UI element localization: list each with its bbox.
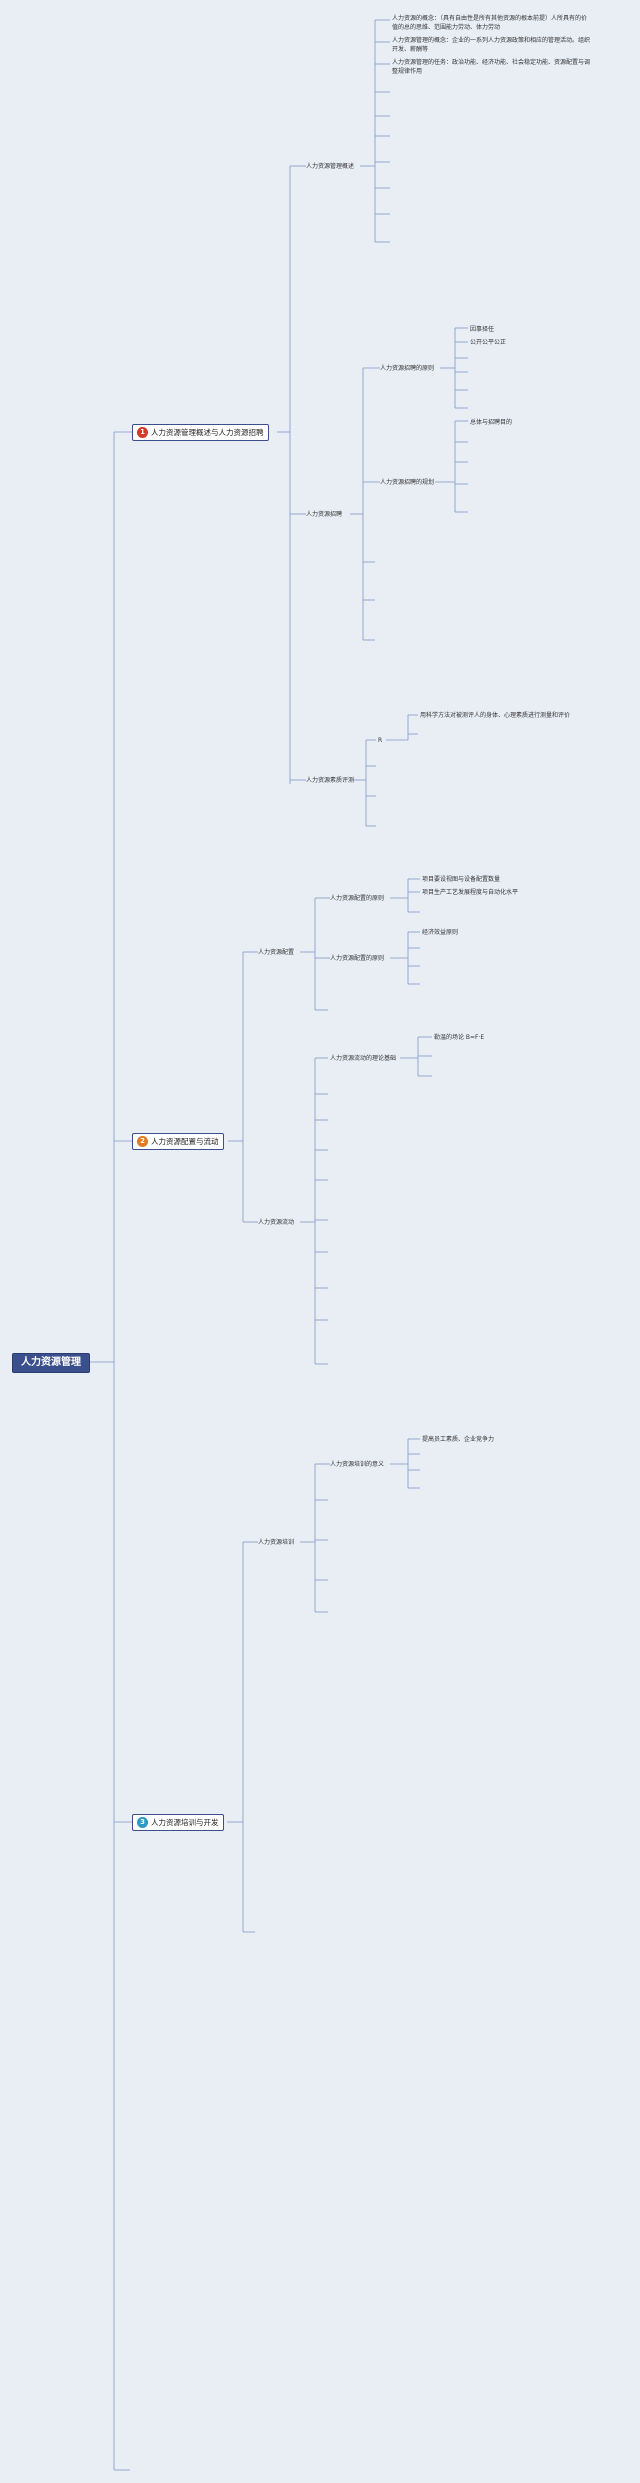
branch-node-2[interactable]: 2 人力资源配置与流动 bbox=[132, 1133, 224, 1150]
node-flow[interactable]: 人力资源流动 bbox=[258, 1219, 295, 1226]
node-recruit-plan[interactable]: 人力资源招聘的规划 bbox=[380, 479, 435, 486]
leaf-quality-1[interactable]: 用科学方法对被测评人的身体、心理素质进行测量和评价 bbox=[420, 712, 571, 719]
branch-label-3: 人力资源培训与开发 bbox=[151, 1818, 219, 1827]
node-flow-factors[interactable]: 人力资源流动的理论基础 bbox=[330, 1055, 397, 1062]
leaf-overview-1[interactable]: 人力资源的概念：（具有自由性是所有其他资源的根本前提）人所具有的价值的总的思维、… bbox=[392, 15, 588, 31]
branch-label-2: 人力资源配置与流动 bbox=[151, 1137, 219, 1146]
branch-number-badge-2: 2 bbox=[137, 1136, 148, 1147]
branch-number-badge-1: 1 bbox=[137, 427, 148, 438]
leaf-overview-2[interactable]: 人力资源管理的概念：企业的一系列人力资源政策和相应的管理活动。组织开发、薪酬等 bbox=[392, 37, 591, 53]
branch-node-1[interactable]: 1 人力资源管理概述与人力资源招聘 bbox=[132, 424, 269, 441]
leaf-principle-1[interactable]: 因事择任 bbox=[470, 326, 495, 333]
node-recruit-principle[interactable]: 人力资源招聘的原则 bbox=[380, 365, 435, 372]
leaf-training-1[interactable]: 提高员工素质、企业竞争力 bbox=[422, 1436, 495, 1443]
node-quality[interactable]: 人力资源素质评测 bbox=[306, 777, 355, 784]
branch-label-1: 人力资源管理概述与人力资源招聘 bbox=[151, 428, 264, 437]
node-config[interactable]: 人力资源配置 bbox=[258, 949, 295, 956]
leaf-factor-1[interactable]: 经济效益原则 bbox=[422, 929, 459, 936]
node-recruit[interactable]: 人力资源招聘 bbox=[306, 511, 343, 518]
leaf-quality-tag[interactable]: R bbox=[378, 737, 383, 744]
root-node[interactable]: 人力资源管理 bbox=[12, 1353, 90, 1373]
branch-node-3[interactable]: 3 人力资源培训与开发 bbox=[132, 1814, 224, 1831]
branch-number-badge-3: 3 bbox=[137, 1817, 148, 1828]
leaf-principle-2[interactable]: 公开公平公正 bbox=[470, 339, 507, 346]
node-training[interactable]: 人力资源培训 bbox=[258, 1539, 295, 1546]
leaf-config-1[interactable]: 项目要设视图与设备配置数量 bbox=[422, 876, 501, 883]
leaf-overview-3[interactable]: 人力资源管理的任务：政治功能、经济功能、社会稳定功能、资源配置与调整规律作用 bbox=[392, 59, 591, 75]
leaf-plan-1[interactable]: 总体与招聘目的 bbox=[470, 419, 513, 426]
node-config-factors[interactable]: 人力资源配置的原则 bbox=[330, 955, 385, 962]
leaf-flow-1[interactable]: 勒温的场论 B=F·E bbox=[434, 1034, 485, 1041]
node-config-principle[interactable]: 人力资源配置的原则 bbox=[330, 895, 385, 902]
leaf-config-2[interactable]: 项目生产工艺发展程度与自动化水平 bbox=[422, 889, 519, 896]
node-training-meaning[interactable]: 人力资源培训的意义 bbox=[330, 1461, 385, 1468]
node-overview[interactable]: 人力资源管理概述 bbox=[306, 163, 355, 170]
